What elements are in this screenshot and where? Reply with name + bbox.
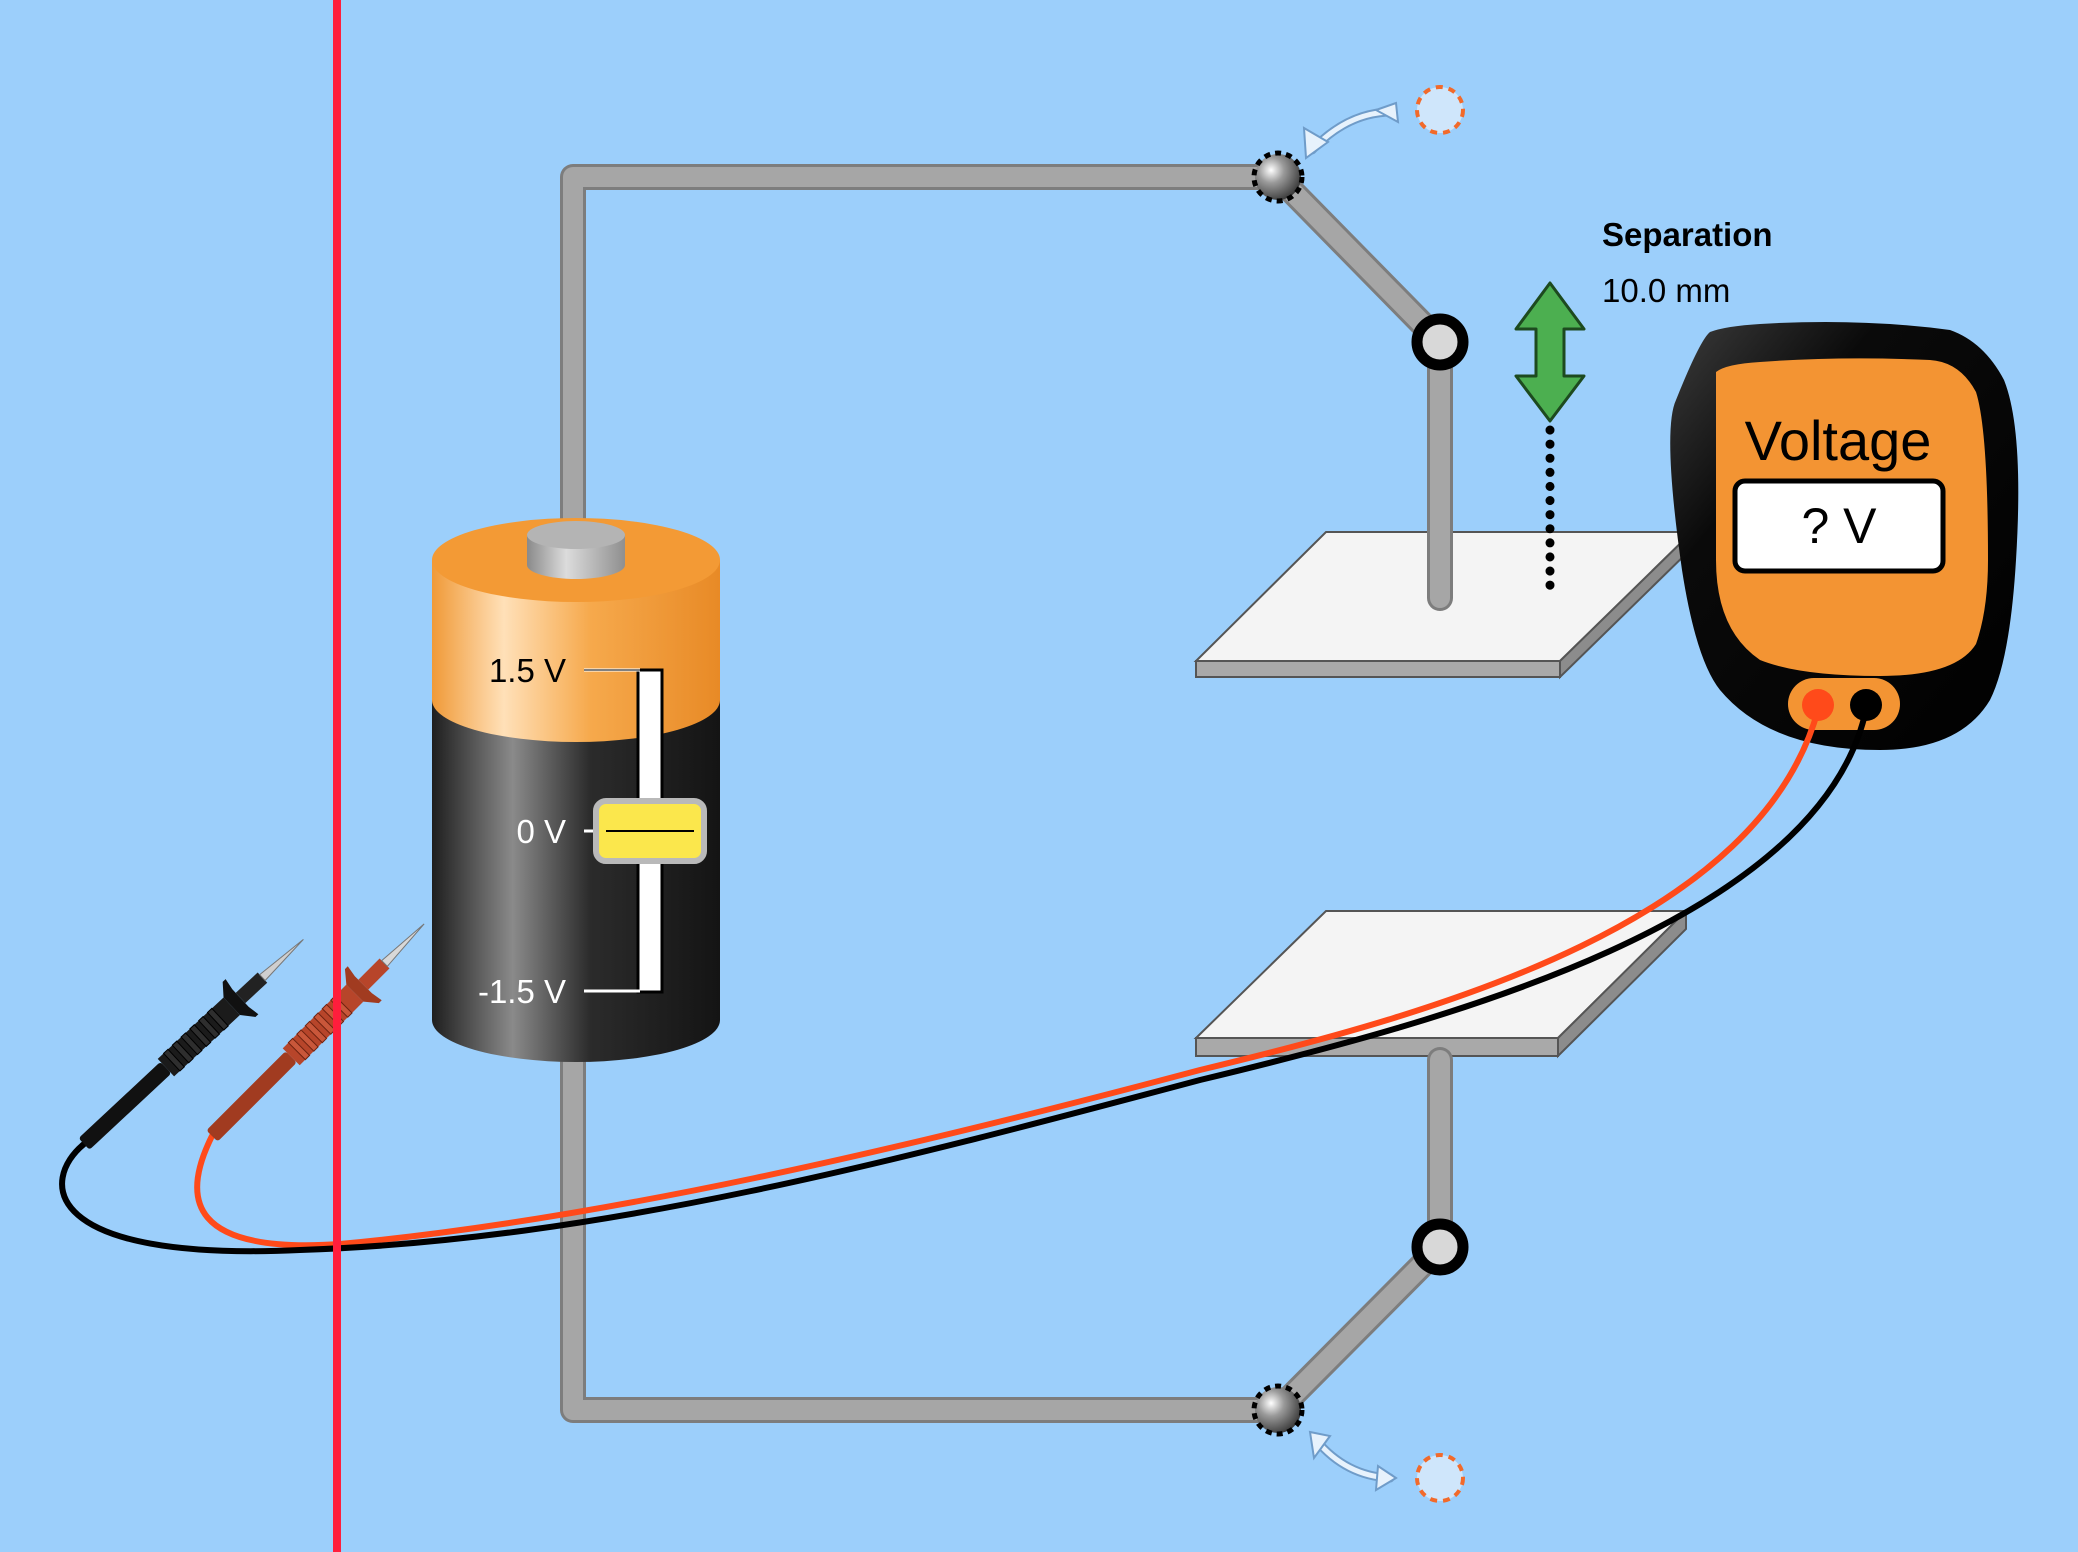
bottom-switch-hint-arrow-icon — [1308, 1430, 1398, 1492]
black-probe[interactable] — [68, 922, 320, 1162]
bottom-connector-node — [1411, 1218, 1469, 1276]
top-connector-node — [1411, 313, 1469, 371]
bottom-switch-pivot[interactable] — [1251, 1383, 1305, 1437]
red-probe[interactable] — [195, 907, 441, 1153]
bottom-wire — [560, 1037, 1453, 1423]
separation-value: 10.0 mm — [1602, 272, 1730, 309]
slider-mid-label: 0 V — [516, 813, 566, 850]
voltmeter-display — [1732, 478, 1946, 574]
top-wire — [560, 164, 1453, 543]
red-probe-jack — [1802, 689, 1834, 721]
bottom-capacitor-plate — [1193, 908, 1689, 1059]
double-arrow-vertical-icon[interactable] — [1514, 281, 1586, 423]
battery — [432, 518, 720, 1062]
top-switch-alt-position[interactable] — [1415, 85, 1465, 135]
slider-knob[interactable] — [593, 798, 707, 864]
bottom-wire-inner — [563, 1040, 1450, 1420]
black-probe-jack — [1850, 689, 1882, 721]
top-switch-hint-arrow-icon — [1302, 101, 1400, 160]
black-probe-cable — [59, 707, 1869, 1255]
slider-min-label: -1.5 V — [478, 973, 566, 1010]
voltmeter-readout: ? V — [1801, 498, 1877, 554]
red-probe-cable — [194, 707, 1821, 1249]
voltmeter-title: Voltage — [1745, 409, 1932, 472]
slider-max-label: 1.5 V — [489, 652, 566, 689]
battery-voltage-slider[interactable]: 1.5 V 0 V -1.5 V — [478, 652, 707, 1010]
top-switch-pivot[interactable] — [1251, 150, 1305, 204]
voltmeter: Voltage ? V — [1670, 322, 2019, 750]
top-wire-inner — [563, 167, 1450, 540]
bottom-switch-alt-position[interactable] — [1415, 1453, 1465, 1503]
battery-terminal — [527, 521, 625, 579]
separation-title: Separation — [1602, 216, 1773, 253]
